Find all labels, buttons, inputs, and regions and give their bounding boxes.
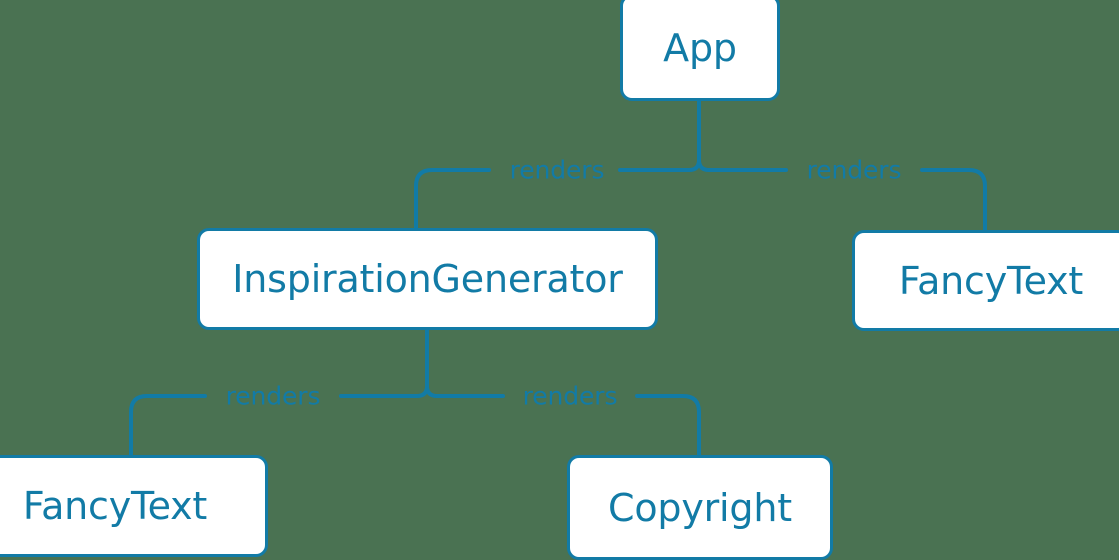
node-copyright[interactable]: Copyright (567, 455, 833, 560)
node-app[interactable]: App (620, 0, 780, 101)
edge-label-app-fancytext: renders (806, 155, 902, 185)
node-copyright-label: Copyright (608, 485, 792, 530)
node-app-label: App (663, 25, 737, 70)
edge-app-fancytext-right-seg (920, 168, 987, 232)
edge-inspirationgenerator-copyright-right-seg (635, 394, 701, 457)
node-fancytext-right-label: FancyText (898, 258, 1084, 303)
edge-app-stem-left (687, 158, 701, 172)
node-inspirationgenerator[interactable]: InspirationGenerator (197, 228, 658, 330)
edge-inspirationgenerator-fancytext-left-seg (129, 394, 207, 457)
edge-inspirationgenerator-stem-left (415, 384, 429, 398)
node-fancytext-bottom[interactable]: FancyText (0, 455, 268, 557)
edge-label-inspirationgenerator-copyright: renders (522, 381, 618, 411)
edge-label-app-inspirationgenerator: renders (509, 155, 605, 185)
edge-label-inspirationgenerator-fancytext: renders (225, 381, 321, 411)
node-fancytext-bottom-label: FancyText (22, 484, 208, 528)
node-inspirationgenerator-label: InspirationGenerator (232, 257, 623, 301)
edge-app-inspirationgenerator-left-seg (414, 168, 491, 230)
node-fancytext-right[interactable]: FancyText (852, 230, 1119, 331)
